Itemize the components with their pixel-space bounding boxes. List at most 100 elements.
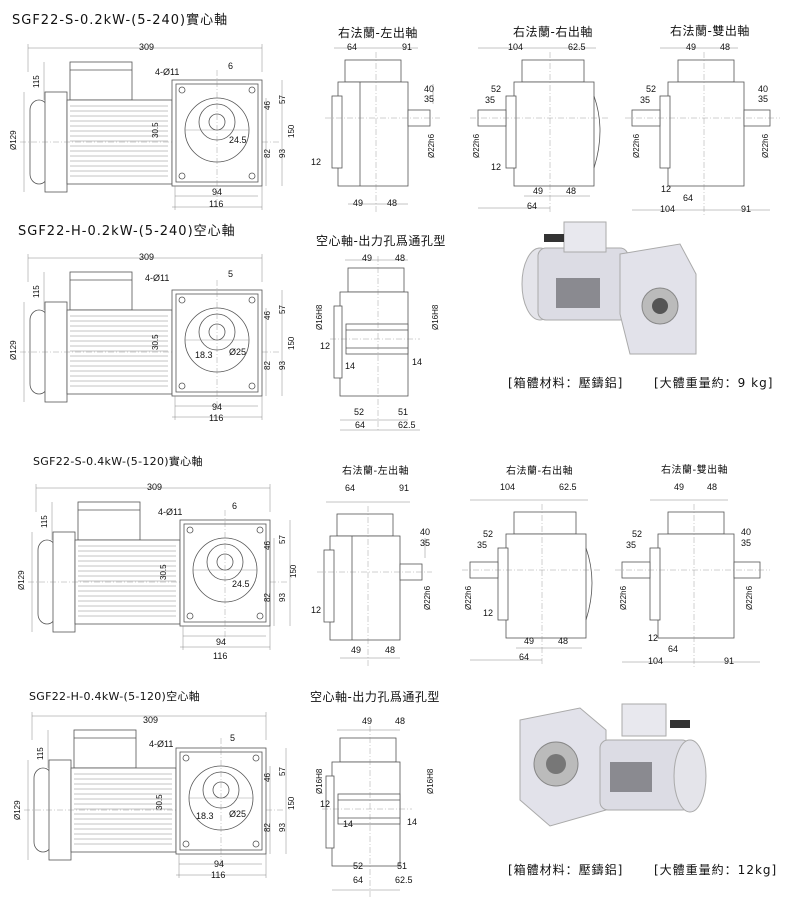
dim-label: 49 [362, 716, 373, 726]
dim-label: 62.5 [568, 42, 586, 52]
dim-label: 64 [353, 875, 364, 885]
weight-caption: [大體重量約：9 kg] [654, 376, 774, 390]
dim-label: 4-Ø11 [149, 739, 174, 749]
dim-label: Ø22h6 [464, 585, 473, 610]
dim-label: 40 [420, 527, 431, 537]
dim-label: 62.5 [559, 482, 577, 492]
dim-label: 14 [345, 361, 356, 371]
dim-label: 49 [524, 636, 535, 646]
dim-label: 40 [424, 84, 435, 94]
dim-label: 6 [232, 501, 238, 511]
dim-label: Ø22h6 [427, 133, 436, 158]
dim-label: 18.3 [196, 811, 214, 821]
dim-label: 51 [398, 407, 409, 417]
dim-label: 30.5 [151, 334, 160, 350]
dim-label: 5 [228, 269, 234, 279]
view-label: 右法蘭-左出軸 [342, 466, 410, 477]
dim-label: 104 [660, 204, 676, 214]
dim-label: 52 [354, 407, 365, 417]
dim-label: 64 [527, 201, 538, 211]
dim-label: 93 [278, 149, 287, 158]
dim-label: 48 [558, 636, 569, 646]
dim-label: 116 [211, 870, 226, 880]
weight-caption: [大體重量約：12kg] [654, 863, 778, 877]
dim-label: 94 [212, 187, 223, 197]
dim-label: 57 [278, 95, 287, 104]
dim-label: 82 [263, 149, 272, 158]
dim-label: 93 [278, 361, 287, 370]
dim-label: 24.5 [229, 135, 247, 145]
dim-label: 104 [500, 482, 516, 492]
section-3-title: SGF22-S-0.4kW-(5-120)實心軸 [33, 455, 203, 468]
dim-label: 35 [640, 95, 651, 105]
dim-label: 309 [139, 252, 155, 262]
dim-label: 64 [668, 644, 679, 654]
dim-label: 48 [395, 716, 406, 726]
dim-label: Ø129 [9, 130, 18, 150]
dim-label: 104 [648, 656, 664, 666]
gear-motor-photo-1 [521, 221, 697, 355]
dim-label: 116 [209, 413, 224, 423]
dim-label: 309 [139, 42, 155, 52]
dim-label: 57 [278, 305, 287, 314]
dim-label: 35 [758, 94, 769, 104]
dim-label: 91 [741, 204, 752, 214]
dim-label: 94 [216, 637, 227, 647]
dim-label: 116 [213, 651, 228, 661]
dim-label: 64 [519, 652, 530, 662]
dim-label: 82 [263, 823, 272, 832]
dim-label: 49 [353, 198, 364, 208]
dim-label: Ø16H8 [315, 768, 324, 794]
dim-label: 24.5 [232, 579, 250, 589]
dim-label: 12 [320, 799, 331, 809]
dim-label: 12 [320, 341, 331, 351]
dim-label: 12 [311, 157, 322, 167]
dim-label: Ø22h6 [619, 585, 628, 610]
dim-label: 52 [491, 84, 502, 94]
dim-label: 115 [40, 515, 49, 528]
dim-label: 5 [230, 733, 236, 743]
dim-label: 46 [263, 773, 272, 782]
dim-label: 35 [626, 540, 637, 550]
dim-label: 94 [212, 402, 223, 412]
dim-label: 48 [385, 645, 396, 655]
dim-label: 150 [289, 564, 298, 578]
dim-label: 35 [741, 538, 752, 548]
section-1-title: SGF22-S-0.2kW-(5-240)實心軸 [12, 13, 229, 28]
dim-label: 30.5 [151, 122, 160, 138]
dim-label: 64 [355, 420, 366, 430]
dim-label: Ø129 [17, 570, 26, 590]
dim-label: 14 [407, 817, 418, 827]
material-caption: [箱體材料：壓鑄鋁] [508, 376, 624, 390]
dim-label: 82 [263, 593, 272, 602]
dim-label: Ø22h6 [423, 585, 432, 610]
dim-label: 4-Ø11 [145, 273, 170, 283]
dim-label: 52 [353, 861, 364, 871]
dim-label: Ø22h6 [745, 585, 754, 610]
dim-label: 46 [263, 101, 272, 110]
dim-label: Ø16H8 [426, 768, 435, 794]
dim-label: 18.3 [195, 350, 213, 360]
dim-label: 91 [399, 483, 410, 493]
dim-label: Ø16H8 [431, 304, 440, 330]
dim-label: 4-Ø11 [158, 507, 183, 517]
dim-label: 6 [228, 61, 234, 71]
dim-label: 35 [477, 540, 488, 550]
dim-label: 35 [424, 94, 435, 104]
dim-label: 12 [311, 605, 322, 615]
dim-label: 57 [278, 535, 287, 544]
dim-label: 82 [263, 361, 272, 370]
dim-label: Ø129 [13, 800, 22, 820]
dim-label: 30.5 [159, 564, 168, 580]
dim-label: 94 [214, 859, 225, 869]
dim-label: 48 [566, 186, 577, 196]
section-4-title: SGF22-H-0.4kW-(5-120)空心軸 [29, 690, 201, 703]
dim-label: 115 [32, 285, 41, 298]
dim-label: 49 [351, 645, 362, 655]
dim-label: 64 [683, 193, 694, 203]
dim-label: 46 [263, 311, 272, 320]
dim-label: 35 [420, 538, 431, 548]
dim-label: 309 [143, 715, 159, 725]
dim-label: 40 [741, 527, 752, 537]
section-2-title: SGF22-H-0.2kW-(5-240)空心軸 [18, 224, 236, 239]
